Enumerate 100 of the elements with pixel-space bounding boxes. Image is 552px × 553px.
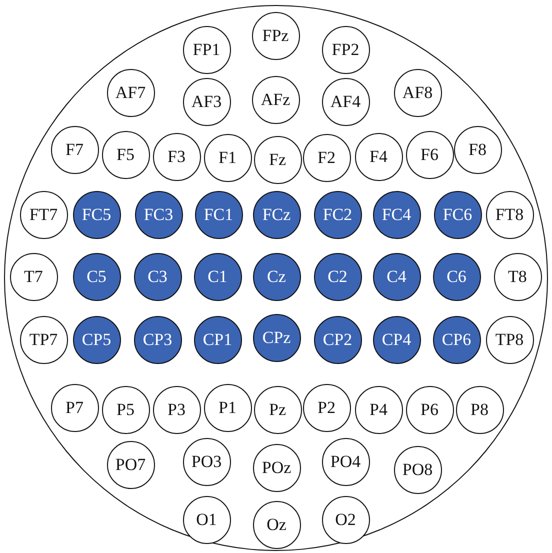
electrode-label: F7 xyxy=(66,141,84,158)
electrode-label: Cz xyxy=(267,268,286,285)
electrode-circle xyxy=(372,316,420,364)
electrode-circle xyxy=(10,252,58,300)
electrode-circle xyxy=(406,386,454,434)
electrode-label: F8 xyxy=(468,141,486,158)
electrode-label: AF7 xyxy=(115,84,146,101)
electrode-label: C6 xyxy=(446,268,466,285)
electrode-label: P4 xyxy=(370,401,388,418)
electrode-label: F2 xyxy=(318,149,336,166)
electrode-label: AFz xyxy=(260,91,290,108)
electrode-label: F3 xyxy=(168,148,186,165)
electrode-circle xyxy=(454,126,502,174)
electrode-label: CP3 xyxy=(142,331,172,348)
electrode-label: TP8 xyxy=(495,331,524,348)
electrode-circle xyxy=(322,496,370,544)
electrode-label: O1 xyxy=(196,511,217,528)
electrode-circle xyxy=(72,190,120,238)
electrode-circle xyxy=(354,132,402,180)
electrode-label: AF4 xyxy=(330,93,361,110)
electrode-label: CP6 xyxy=(442,331,472,348)
electrode-circle xyxy=(302,134,350,182)
electrode-circle xyxy=(406,130,454,178)
electrode-label: C5 xyxy=(86,268,106,285)
electrode-label: FC5 xyxy=(82,206,112,223)
electrode-label: CP2 xyxy=(322,331,352,348)
electrode-circle xyxy=(322,438,370,486)
electrode-circle xyxy=(102,386,150,434)
electrode-circle xyxy=(314,316,362,364)
electrode-circle xyxy=(182,496,230,544)
electrode-circle xyxy=(252,76,300,124)
electrode-circle xyxy=(204,134,252,182)
electrode-label: Pz xyxy=(269,401,286,418)
electrode-label: CP4 xyxy=(382,331,412,348)
electrode-circle xyxy=(134,252,182,300)
electrode-circle xyxy=(486,316,534,364)
electrode-circle xyxy=(152,386,200,434)
electrode-label: TP7 xyxy=(29,331,58,348)
electrode-circle xyxy=(372,190,420,238)
electrode-label: C4 xyxy=(386,268,406,285)
electrode-label: FC1 xyxy=(204,206,234,223)
electrode-circle xyxy=(194,316,242,364)
electrode-label: P3 xyxy=(168,401,186,418)
electrode-label: FP1 xyxy=(192,41,220,58)
electrode-label: PO7 xyxy=(115,456,146,473)
electrode-circle xyxy=(354,386,402,434)
electrode-label: P8 xyxy=(470,401,488,418)
electrode-label: CPz xyxy=(262,329,291,346)
head-outline xyxy=(4,5,548,551)
electrode-label: T8 xyxy=(508,268,527,285)
electrode-circle xyxy=(182,78,230,126)
electrode-circle xyxy=(314,190,362,238)
electrode-circle xyxy=(322,26,370,74)
electrode-label: FC3 xyxy=(144,206,174,223)
electrode-label: C1 xyxy=(208,268,228,285)
electrode-label: FT7 xyxy=(29,206,58,223)
electrode-circle xyxy=(20,190,68,238)
electrode-circle xyxy=(394,68,442,116)
electrode-circle xyxy=(182,438,230,486)
electrode-circle xyxy=(252,314,300,362)
electrode-circle xyxy=(72,316,120,364)
electrode-label: Oz xyxy=(266,516,286,533)
electrode-circle xyxy=(134,190,182,238)
electrode-label: P1 xyxy=(218,399,236,416)
electrode-label: O2 xyxy=(335,511,356,528)
electrode-circle xyxy=(486,190,534,238)
electrode-circle xyxy=(254,386,302,434)
electrode-label: C2 xyxy=(328,268,348,285)
electrode-circle xyxy=(50,126,98,174)
electrode-circle xyxy=(252,252,300,300)
electrode-label: F5 xyxy=(116,146,134,163)
electrode-circle xyxy=(372,252,420,300)
electrode-circle xyxy=(50,384,98,432)
electrode-label: FP2 xyxy=(332,41,360,58)
electrode-circle xyxy=(72,252,120,300)
electrode-circle xyxy=(20,316,68,364)
electrode-label: F6 xyxy=(420,146,438,163)
electrode-label: PO8 xyxy=(402,461,433,478)
electrode-label: F4 xyxy=(370,148,388,165)
electrode-circle xyxy=(302,384,350,432)
electrode-circle xyxy=(254,136,302,184)
electrode-circle xyxy=(314,252,362,300)
electrode-circle xyxy=(182,26,230,74)
electrode-circle xyxy=(252,444,300,492)
electrode-circle xyxy=(434,190,482,238)
electrode-circle xyxy=(432,252,480,300)
electrode-circle xyxy=(134,316,182,364)
electrode-circle xyxy=(394,446,442,494)
electrode-circle xyxy=(494,252,542,300)
electrode-label: CP1 xyxy=(202,331,232,348)
electrode-label: AF8 xyxy=(402,84,433,101)
electrode-label: FCz xyxy=(262,206,291,223)
electrode-circle xyxy=(252,12,300,60)
electrode-circle xyxy=(106,440,154,488)
electrode-circle xyxy=(106,68,154,116)
electrode-label: POz xyxy=(262,459,292,476)
electrode-circle xyxy=(252,500,300,548)
electrode-circle xyxy=(322,78,370,126)
electrode-label: T7 xyxy=(24,268,43,285)
electrode-label: CP5 xyxy=(82,331,112,348)
